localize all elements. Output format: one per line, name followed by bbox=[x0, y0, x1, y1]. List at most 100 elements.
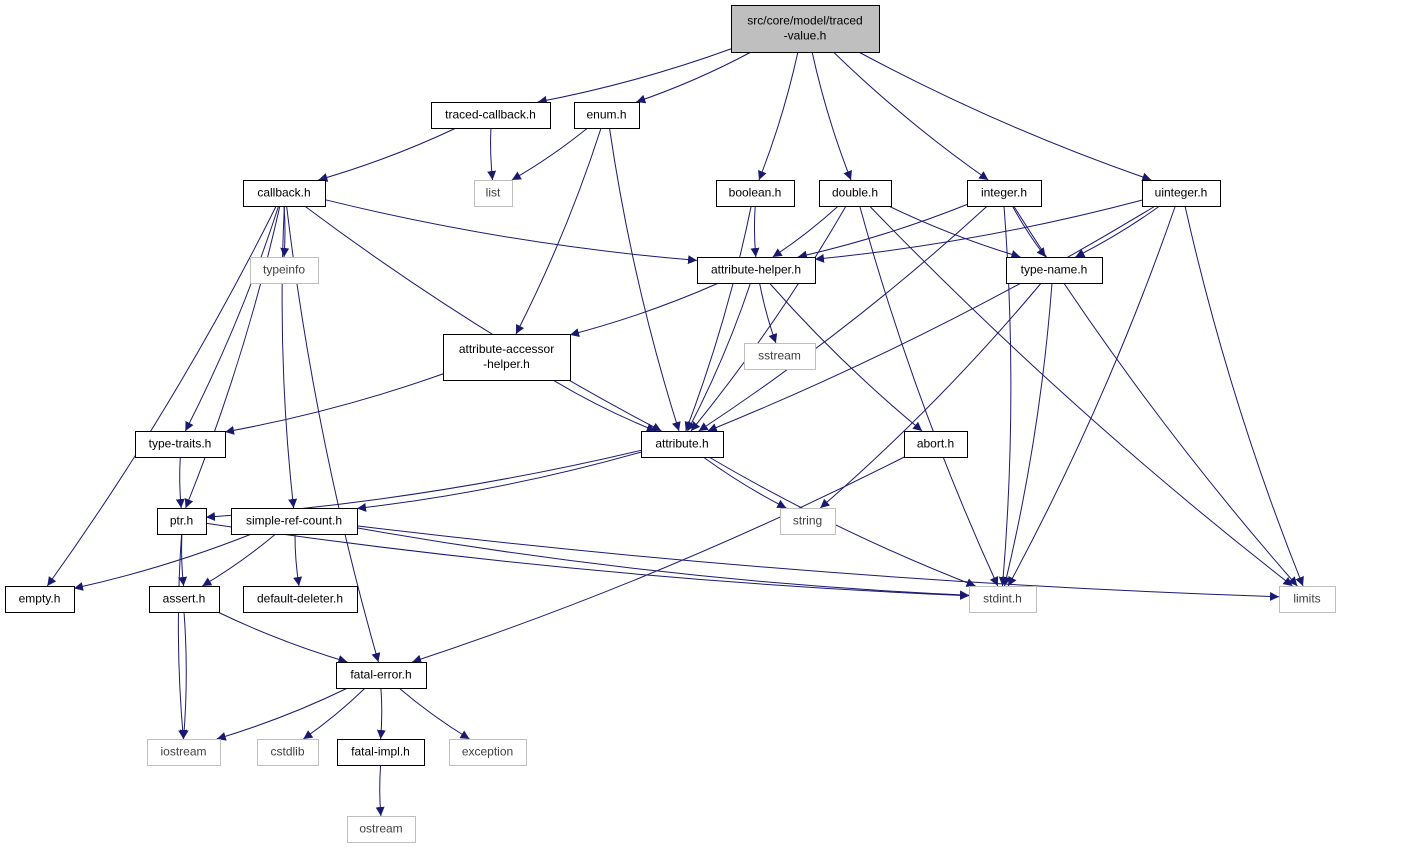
edge-callback-to-attribute-helper bbox=[324, 199, 698, 265]
node-root: src/core/model/traced-value.h bbox=[731, 5, 880, 53]
edge-attribute-accessor-helper-to-attribute bbox=[552, 379, 656, 432]
edge-type-name-to-stdint bbox=[1002, 282, 1053, 587]
node-box bbox=[904, 431, 968, 458]
edge-line bbox=[819, 282, 1042, 509]
node-cstdlib: cstdlib bbox=[257, 739, 319, 766]
edge-line bbox=[702, 456, 787, 509]
node-iostream: iostream bbox=[147, 739, 221, 766]
edge-line bbox=[759, 282, 778, 344]
node-fatal-error[interactable]: fatal-error.h bbox=[336, 662, 427, 689]
node-ptr[interactable]: ptr.h bbox=[157, 508, 207, 535]
node-default-deleter[interactable]: default-deleter.h bbox=[243, 586, 358, 613]
node-label: uinteger.h bbox=[1155, 186, 1208, 200]
edge-fatal-error-to-iostream bbox=[216, 687, 348, 741]
node-callback[interactable]: callback.h bbox=[243, 180, 326, 207]
edge-assert-to-iostream bbox=[179, 611, 189, 740]
node-label: attribute-accessor bbox=[459, 342, 554, 356]
node-type-name[interactable]: type-name.h bbox=[1006, 257, 1103, 284]
node-label: string bbox=[793, 514, 822, 528]
node-label: ptr.h bbox=[170, 514, 193, 528]
edge-double-to-attribute bbox=[690, 205, 847, 432]
node-box bbox=[337, 739, 425, 766]
node-uinteger[interactable]: uinteger.h bbox=[1142, 180, 1221, 207]
edge-line bbox=[318, 127, 457, 182]
edge-line bbox=[1011, 205, 1046, 258]
edge-uinteger-to-attribute bbox=[707, 205, 1156, 432]
edge-line bbox=[758, 51, 799, 181]
node-box bbox=[1142, 180, 1221, 207]
node-label: boolean.h bbox=[729, 186, 782, 200]
node-boolean[interactable]: boolean.h bbox=[716, 180, 795, 207]
node-exception: exception bbox=[449, 739, 527, 766]
edge-line bbox=[175, 456, 185, 509]
edge-uinteger-to-type-name bbox=[1075, 205, 1160, 258]
node-traced-callback[interactable]: traced-callback.h bbox=[431, 102, 551, 129]
node-typeinfo: typeinfo bbox=[250, 257, 319, 284]
edge-simple-ref-count-to-empty bbox=[73, 533, 252, 591]
edge-attribute-accessor-helper-to-type-traits bbox=[224, 373, 444, 435]
node-label: type-traits.h bbox=[149, 437, 212, 451]
node-double[interactable]: double.h bbox=[819, 180, 892, 207]
edge-line bbox=[1075, 205, 1160, 258]
edge-line bbox=[224, 373, 444, 435]
node-label: enum.h bbox=[586, 108, 626, 122]
edge-enum-to-attribute-accessor-helper bbox=[515, 127, 602, 335]
node-label: assert.h bbox=[163, 592, 206, 606]
edge-line bbox=[73, 533, 252, 591]
edge-root-to-double bbox=[811, 51, 852, 181]
node-attribute-accessor-helper[interactable]: attribute-accessor-helper.h bbox=[443, 334, 571, 381]
node-label: integer.h bbox=[981, 186, 1027, 200]
edge-simple-ref-count-to-stdint bbox=[356, 527, 970, 600]
edge-integer-to-attribute bbox=[698, 205, 988, 432]
node-box bbox=[1279, 586, 1336, 613]
node-box bbox=[443, 334, 571, 381]
edge-double-to-limits bbox=[869, 205, 1293, 587]
node-layer: src/core/model/traced-value.h traced-call… bbox=[5, 5, 1336, 843]
edge-line bbox=[869, 205, 1293, 587]
node-box bbox=[135, 431, 226, 458]
edge-fatal-error-to-fatal-impl bbox=[376, 687, 386, 740]
edge-callback-to-empty bbox=[46, 205, 277, 587]
edge-double-to-stdint bbox=[859, 205, 999, 587]
edge-line bbox=[708, 456, 976, 587]
node-assert[interactable]: assert.h bbox=[149, 586, 220, 613]
node-enum[interactable]: enum.h bbox=[574, 102, 640, 129]
edge-line bbox=[515, 127, 602, 335]
edge-line bbox=[293, 533, 303, 587]
edge-attribute-helper-to-sstream bbox=[759, 282, 778, 344]
node-simple-ref-count[interactable]: simple-ref-count.h bbox=[231, 508, 358, 535]
node-fatal-impl[interactable]: fatal-impl.h bbox=[337, 739, 425, 766]
node-box bbox=[1006, 257, 1103, 284]
node-list: list bbox=[474, 180, 513, 207]
edge-line bbox=[1002, 282, 1053, 587]
edge-line bbox=[205, 449, 642, 522]
node-attribute-helper[interactable]: attribute-helper.h bbox=[697, 257, 816, 284]
node-box bbox=[697, 257, 816, 284]
edge-line bbox=[537, 48, 732, 105]
node-label: stdint.h bbox=[983, 592, 1022, 606]
edge-line bbox=[356, 527, 970, 600]
edge-line bbox=[179, 611, 189, 740]
node-box bbox=[731, 5, 880, 53]
edge-integer-to-attribute-helper bbox=[797, 204, 968, 260]
edge-type-name-to-string bbox=[819, 282, 1042, 509]
node-box bbox=[431, 102, 551, 129]
edge-callback-to-simple-ref-count bbox=[281, 205, 298, 509]
node-label: double.h bbox=[832, 186, 878, 200]
edge-line bbox=[814, 199, 1143, 263]
node-label: attribute.h bbox=[655, 437, 708, 451]
node-label: simple-ref-count.h bbox=[246, 514, 342, 528]
node-abort[interactable]: abort.h bbox=[904, 431, 968, 458]
node-box bbox=[231, 508, 358, 535]
edge-line bbox=[698, 205, 988, 432]
edge-traced-callback-to-callback bbox=[318, 127, 457, 182]
edge-line bbox=[569, 282, 719, 337]
node-attribute[interactable]: attribute.h bbox=[641, 431, 724, 458]
edge-ptr-to-iostream bbox=[177, 533, 188, 740]
node-type-traits[interactable]: type-traits.h bbox=[135, 431, 226, 458]
edge-attribute-to-ptr bbox=[205, 449, 642, 522]
edge-line bbox=[202, 533, 277, 587]
edge-fatal-error-to-cstdlib bbox=[303, 687, 366, 740]
node-integer[interactable]: integer.h bbox=[967, 180, 1042, 207]
node-empty[interactable]: empty.h bbox=[5, 586, 75, 613]
